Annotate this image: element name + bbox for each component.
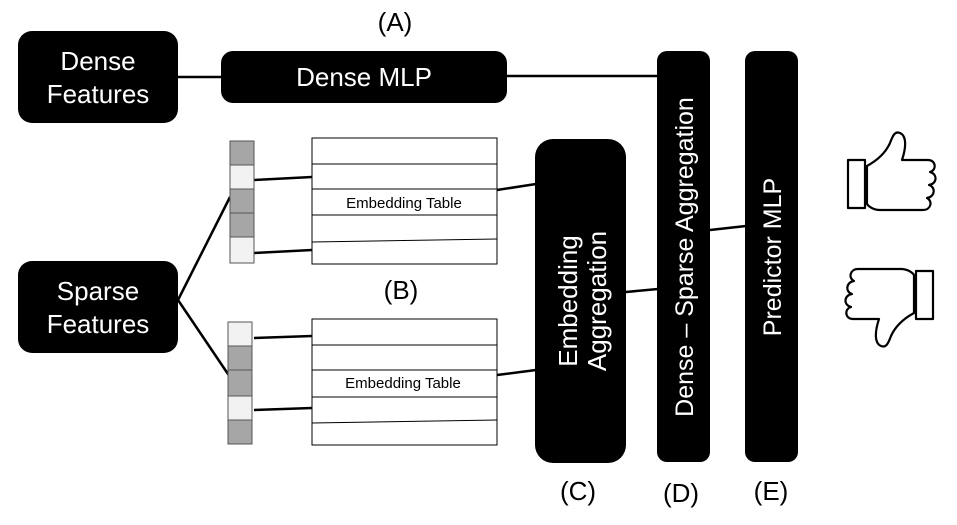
embedding-aggregation-block: Embedding Aggregation [535,139,626,463]
dense-features-label-1: Dense [60,46,135,76]
line-bottom-index-row-to-table-2 [253,406,313,412]
sparse-features-label-2: Features [47,309,150,339]
bottom-index-cell [227,345,253,371]
dense-mlp-label: Dense MLP [296,62,432,92]
dense-mlp-block: Dense MLP [221,51,507,103]
line-top-table-to-emb-agg [496,182,537,192]
bottom-embedding-table-label: Embedding Table [345,375,461,392]
bottom-index-cell [227,419,253,445]
tag-d: (D) [663,478,699,508]
line-top-index-row-to-table [253,175,313,182]
bottom-embedding-table: Embedding Table [311,318,498,446]
line-ds-agg-to-predictor [709,224,747,232]
line-emb-agg-to-ds-agg [625,287,659,294]
top-index-cell [229,188,255,214]
top-index-cell [229,212,255,238]
thumbs-up-icon [846,131,937,212]
predictor-mlp-block: Predictor MLP [745,51,798,462]
dense-sparse-aggregation-block: Dense – Sparse Aggregation [657,51,710,462]
top-index-cell [229,140,255,166]
tag-c: (C) [560,476,596,506]
dense-sparse-aggregation-label: Dense – Sparse Aggregation [671,97,699,417]
line-sparse-to-top-index [176,196,232,301]
predictor-mlp-label: Predictor MLP [759,178,787,336]
top-embedding-table-label: Embedding Table [346,195,462,212]
top-embedding-table: Embedding Table [311,137,498,265]
top-index-cell [229,164,255,190]
sparse-features-block: Sparse Features [18,261,178,353]
embedding-aggregation-label-2: Aggregation [582,231,612,371]
bottom-index-cell [227,321,253,347]
tag-e: (E) [754,476,789,506]
tag-b: (B) [384,275,419,305]
dense-features-block: Dense Features [18,31,178,123]
dense-features-label-2: Features [47,79,150,109]
line-bottom-index-row-to-table [253,334,313,340]
top-index-vector [229,140,255,264]
tag-a: (A) [378,7,413,37]
connector-lines [176,74,747,412]
bottom-index-cell [227,395,253,421]
thumbs-down-icon [844,267,935,348]
bottom-index-vector [227,321,253,445]
line-sparse-to-bottom-index [176,299,232,378]
bottom-index-cell [227,369,253,397]
line-bottom-table-to-emb-agg [496,368,537,377]
line-top-index-row-to-table-2 [253,248,313,255]
sparse-features-label-1: Sparse [57,276,139,306]
top-index-cell [229,236,255,264]
embedding-aggregation-label-1: Embedding [553,235,583,367]
